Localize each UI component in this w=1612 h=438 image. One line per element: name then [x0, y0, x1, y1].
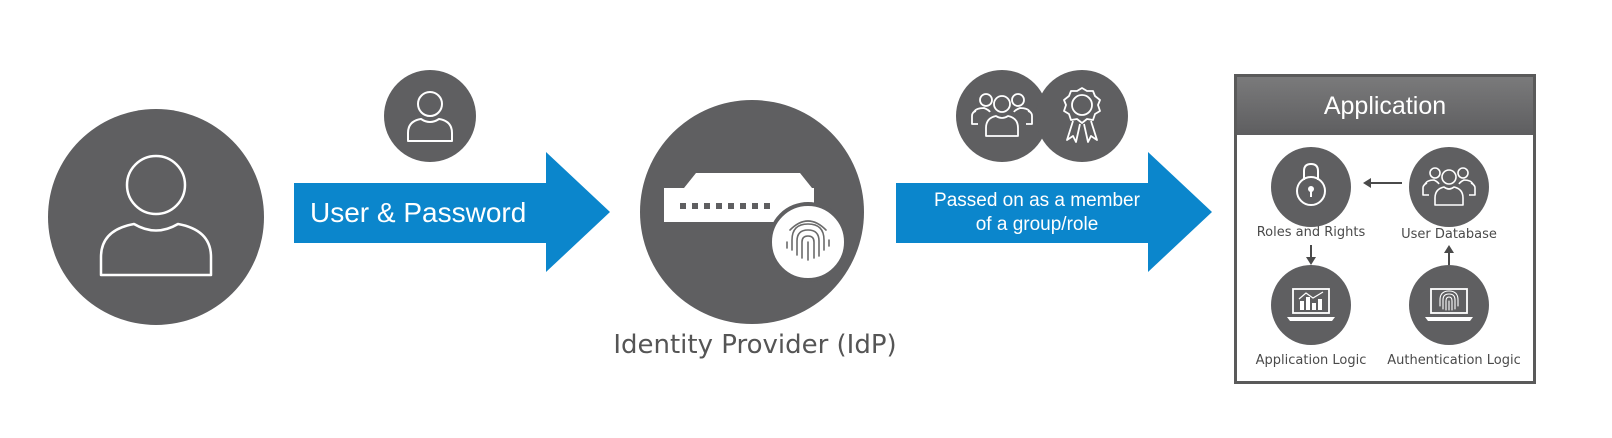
- credentials-user-node: [384, 70, 476, 162]
- arrow-shape: [294, 152, 610, 272]
- user-icon: [48, 109, 264, 325]
- roles-label: Roles and Rights: [1256, 225, 1366, 240]
- group-role-arrow: Passed on as a member of a group/role: [896, 152, 1212, 272]
- role-node: [1036, 70, 1128, 162]
- group-role-arrow-line2: of a group/role: [975, 214, 1099, 235]
- flow-arrows: [1306, 178, 1454, 265]
- app-logic-label: Application Logic: [1255, 353, 1367, 368]
- idp-node: [640, 100, 870, 330]
- idp-label: Identity Provider (IdP): [613, 330, 897, 360]
- application-title: Application: [1323, 92, 1447, 120]
- fingerprint-icon: [768, 202, 848, 282]
- user-node: [48, 109, 264, 325]
- lock-icon: [1271, 147, 1351, 227]
- roles-node: [1271, 147, 1351, 227]
- laptop-chart-icon: [1271, 265, 1351, 345]
- user-database-node: [1409, 147, 1489, 227]
- user-icon: [384, 70, 476, 162]
- credentials-arrow: User & Password: [294, 152, 610, 272]
- laptop-fingerprint-icon: [1409, 265, 1489, 345]
- award-ribbon-icon: [1036, 70, 1128, 162]
- group-role-arrow-line1: Passed on as a member: [934, 190, 1140, 211]
- credentials-arrow-label: User & Password: [310, 197, 527, 228]
- auth-logic-node: [1409, 265, 1489, 345]
- auth-logic-label: Authentication Logic: [1387, 353, 1521, 368]
- arrow-shape: [896, 152, 1212, 272]
- idp-icon: [640, 100, 864, 324]
- group-icon: [1409, 147, 1489, 227]
- application-header: [1237, 77, 1533, 135]
- group-icon: [956, 70, 1048, 162]
- app-logic-node: [1271, 265, 1351, 345]
- application-box: Application Roles and Rights: [1234, 74, 1536, 384]
- group-node: [956, 70, 1048, 162]
- user-database-label: User Database: [1401, 227, 1497, 242]
